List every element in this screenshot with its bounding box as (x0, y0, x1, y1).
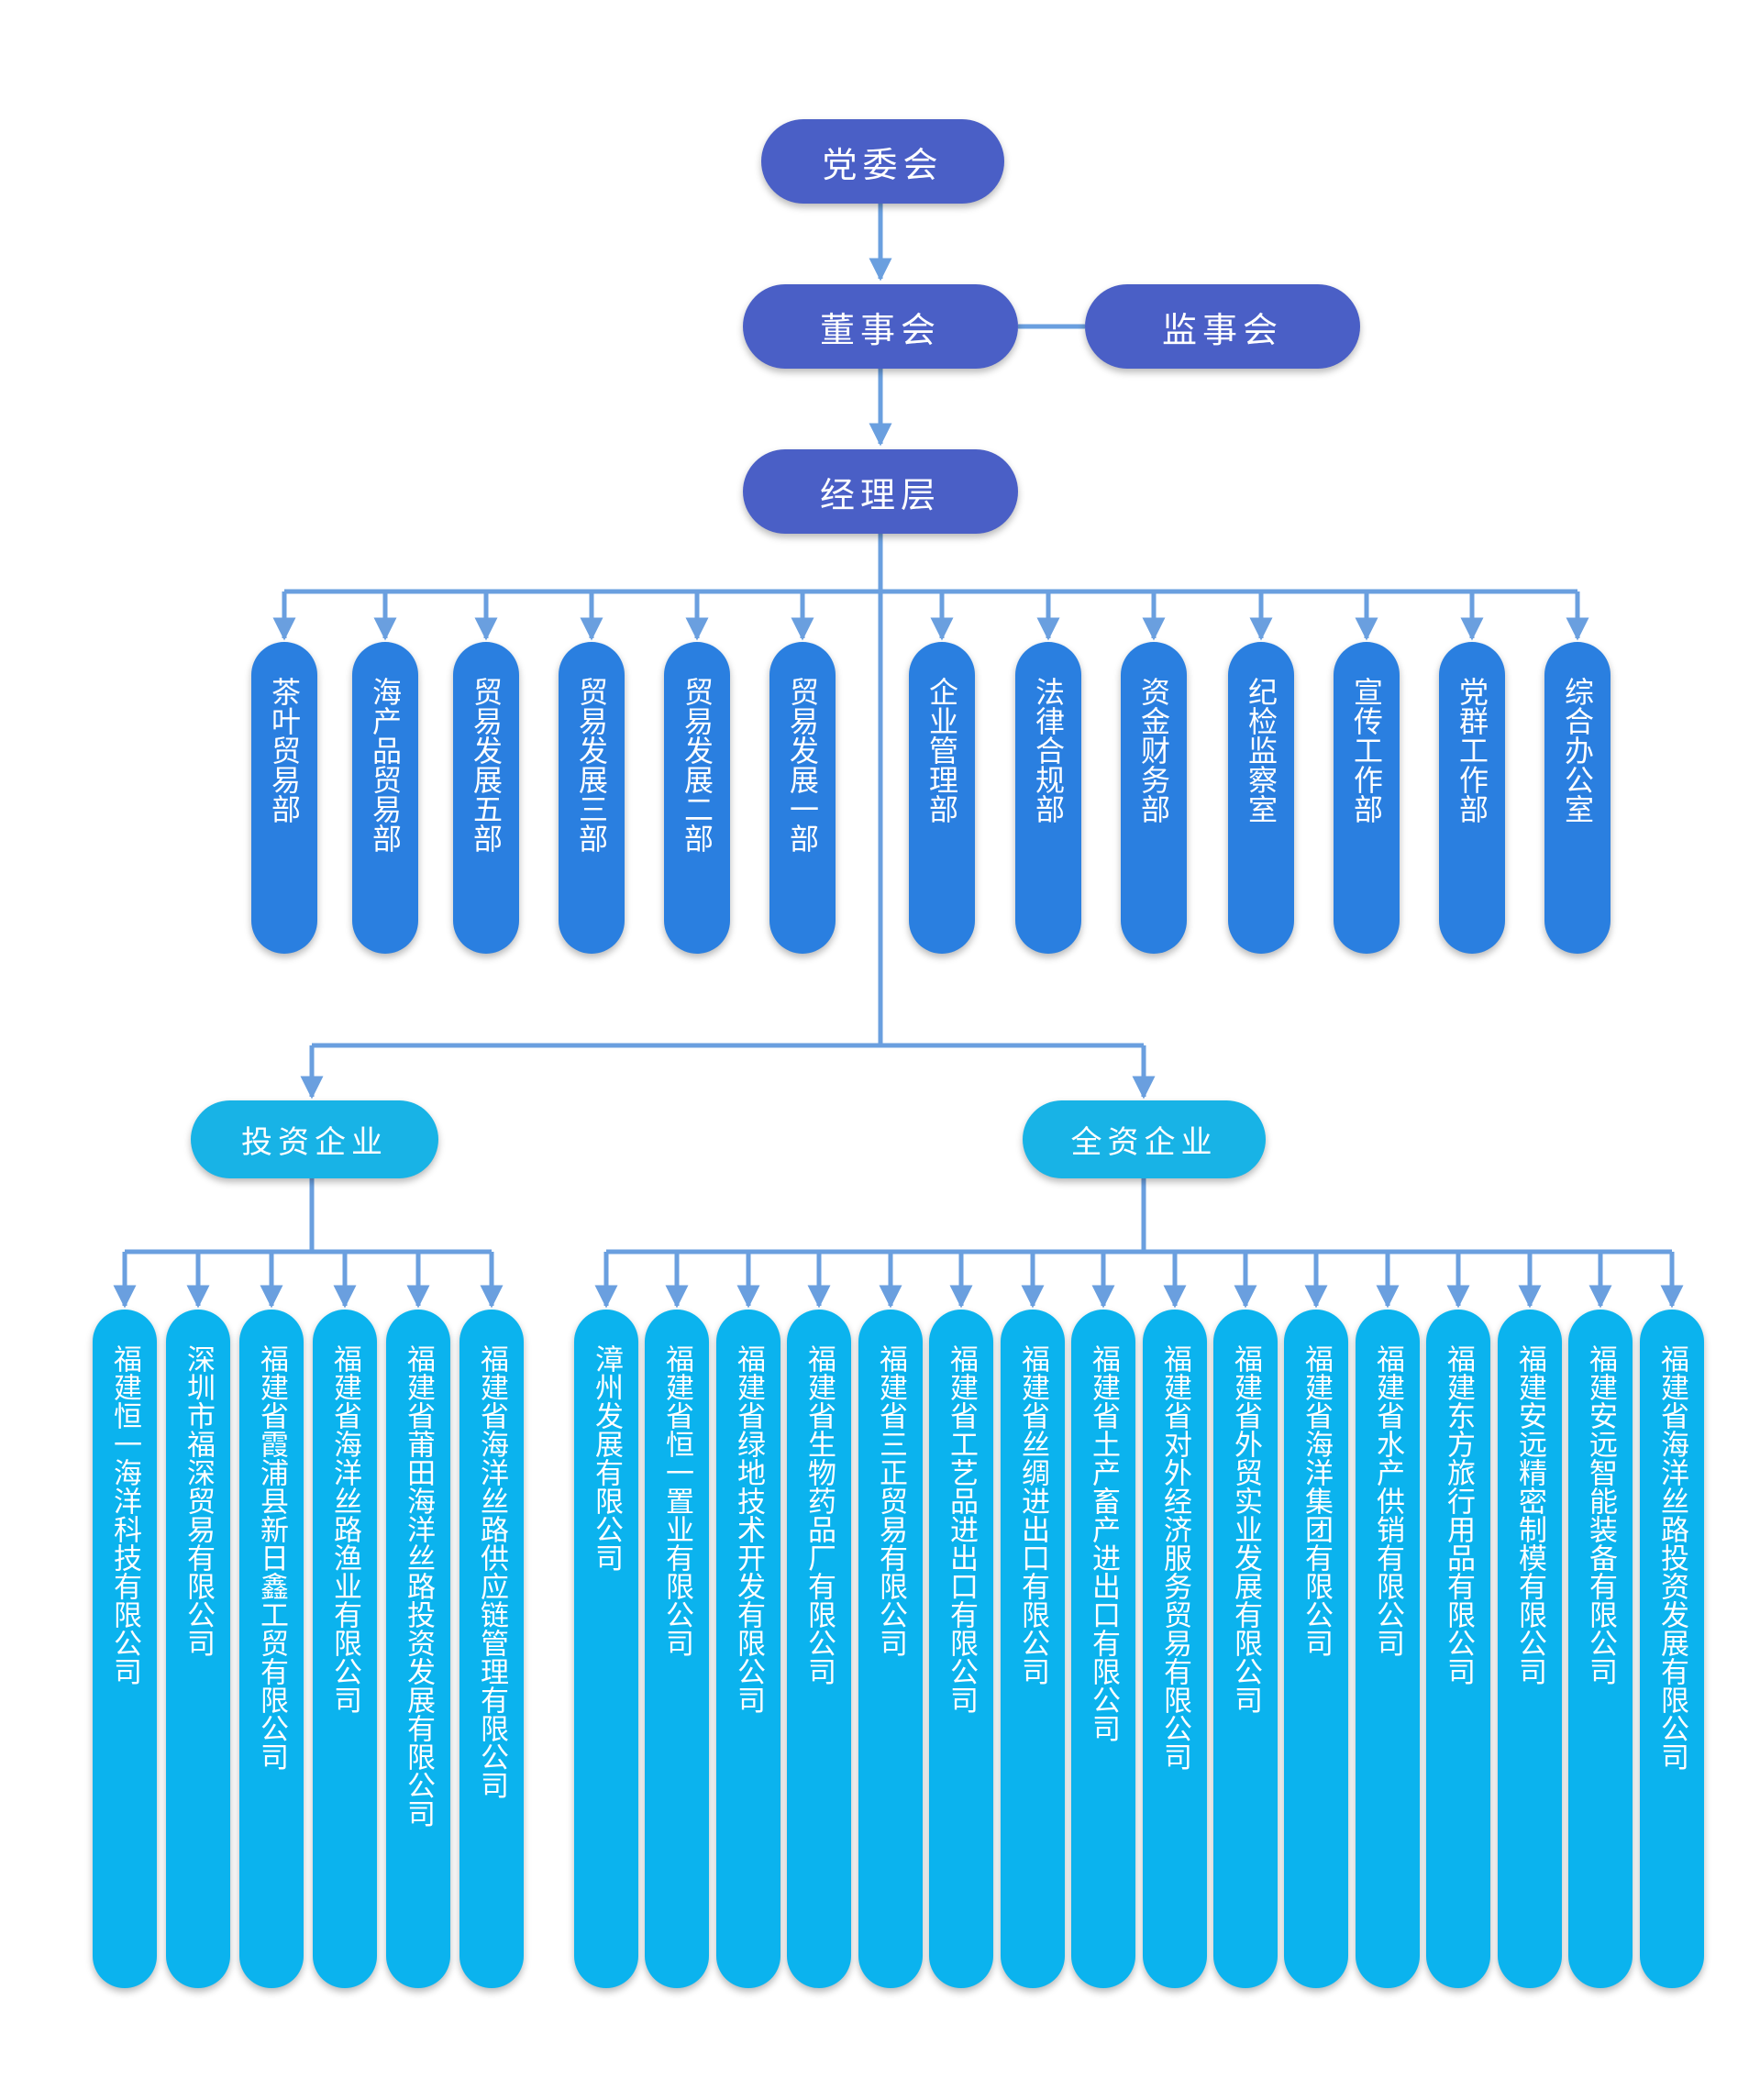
department-label: 纪检监察室 (1244, 677, 1278, 823)
department-node: 资金财务部 (1121, 642, 1187, 954)
management-node: 经理层 (743, 449, 1018, 534)
company-label: 漳州发展有限公司 (590, 1344, 623, 1572)
wholly-owned-company-node: 福建安远智能装备有限公司 (1568, 1310, 1633, 1988)
board-node: 董事会 (743, 284, 1018, 369)
invested-company-node: 福建恒一海洋科技有限公司 (93, 1310, 157, 1988)
supervisory-board-node: 监事会 (1085, 284, 1360, 369)
department-node: 贸易发展二部 (664, 642, 730, 954)
department-node: 贸易发展一部 (769, 642, 836, 954)
department-label: 贸易发展五部 (469, 677, 504, 853)
department-label: 贸易发展二部 (680, 677, 714, 853)
department-label: 海产品贸易部 (368, 677, 403, 853)
company-label: 福建省海洋丝路投资发展有限公司 (1655, 1344, 1688, 1771)
company-label: 福建省丝绸进出口有限公司 (1016, 1344, 1049, 1686)
wholly-owned-company-node: 福建省丝绸进出口有限公司 (1001, 1310, 1065, 1988)
department-label: 宣传工作部 (1349, 677, 1384, 823)
company-label: 福建省海洋丝路供应链管理有限公司 (475, 1344, 508, 1799)
wholly-owned-company-node: 福建省水产供销有限公司 (1356, 1310, 1420, 1988)
company-label: 福建东方旅行用品有限公司 (1442, 1344, 1475, 1686)
department-label: 党群工作部 (1455, 677, 1489, 823)
department-label: 贸易发展三部 (574, 677, 609, 853)
company-label: 福建省海洋丝路渔业有限公司 (328, 1344, 361, 1714)
department-node: 宣传工作部 (1334, 642, 1400, 954)
department-label: 贸易发展一部 (785, 677, 820, 853)
wholly-owned-company-node: 福建省土产畜产进出口有限公司 (1071, 1310, 1135, 1988)
wholly-owned-company-node: 福建省恒一置业有限公司 (645, 1310, 709, 1988)
wholly-owned-company-node: 福建省生物药品厂有限公司 (787, 1310, 851, 1988)
invested-company-node: 福建省霞浦县新日鑫工贸有限公司 (239, 1310, 304, 1988)
department-label: 资金财务部 (1136, 677, 1171, 823)
invested-company-node: 福建省莆田海洋丝路投资发展有限公司 (386, 1310, 450, 1988)
wholly-owned-company-node: 福建安远精密制模有限公司 (1498, 1310, 1562, 1988)
invested-group-node: 投资企业 (191, 1100, 438, 1178)
department-node: 综合办公室 (1544, 642, 1611, 954)
department-node: 纪检监察室 (1228, 642, 1294, 954)
wholly-owned-company-node: 福建省海洋集团有限公司 (1284, 1310, 1348, 1988)
company-label: 福建省土产畜产进出口有限公司 (1087, 1344, 1120, 1742)
wholly-owned-group-node: 全资企业 (1023, 1100, 1266, 1178)
department-node: 党群工作部 (1439, 642, 1505, 954)
invested-group-label: 投资企业 (241, 1124, 388, 1161)
department-label: 企业管理部 (924, 677, 959, 823)
supervisory-board-label: 监事会 (1161, 309, 1283, 350)
invested-company-node: 福建省海洋丝路渔业有限公司 (313, 1310, 377, 1988)
wholly-owned-company-node: 福建省对外经济服务贸易有限公司 (1143, 1310, 1207, 1988)
wholly-owned-company-node: 福建省外贸实业发展有限公司 (1213, 1310, 1278, 1988)
department-label: 茶叶贸易部 (267, 677, 302, 823)
wholly-owned-group-label: 全资企业 (1070, 1124, 1218, 1161)
company-label: 福建省水产供销有限公司 (1371, 1344, 1404, 1657)
company-label: 福建省对外经济服务贸易有限公司 (1158, 1344, 1191, 1771)
department-node: 企业管理部 (909, 642, 975, 954)
wholly-owned-company-node: 福建省三正贸易有限公司 (858, 1310, 923, 1988)
company-label: 福建省生物药品厂有限公司 (803, 1344, 836, 1686)
company-label: 福建省工艺品进出口有限公司 (945, 1344, 978, 1714)
wholly-owned-company-node: 福建省海洋丝路投资发展有限公司 (1640, 1310, 1704, 1988)
department-node: 贸易发展三部 (559, 642, 625, 954)
wholly-owned-company-node: 福建省绿地技术开发有限公司 (716, 1310, 780, 1988)
party-committee-label: 党委会 (822, 144, 944, 185)
department-node: 茶叶贸易部 (251, 642, 317, 954)
company-label: 福建省恒一置业有限公司 (660, 1344, 693, 1657)
company-label: 福建安远智能装备有限公司 (1584, 1344, 1617, 1686)
company-label: 深圳市福深贸易有限公司 (182, 1344, 215, 1657)
wholly-owned-company-node: 漳州发展有限公司 (574, 1310, 638, 1988)
company-label: 福建省外贸实业发展有限公司 (1229, 1344, 1262, 1714)
invested-company-node: 深圳市福深贸易有限公司 (166, 1310, 230, 1988)
invested-company-node: 福建省海洋丝路供应链管理有限公司 (459, 1310, 524, 1988)
company-label: 福建省海洋集团有限公司 (1300, 1344, 1333, 1657)
company-label: 福建省三正贸易有限公司 (874, 1344, 907, 1657)
wholly-owned-company-node: 福建东方旅行用品有限公司 (1426, 1310, 1490, 1988)
department-node: 法律合规部 (1015, 642, 1081, 954)
department-label: 法律合规部 (1031, 677, 1066, 823)
wholly-owned-company-node: 福建省工艺品进出口有限公司 (929, 1310, 993, 1988)
company-label: 福建安远精密制模有限公司 (1513, 1344, 1546, 1686)
party-committee-node: 党委会 (761, 119, 1004, 204)
company-label: 福建省绿地技术开发有限公司 (732, 1344, 765, 1714)
department-node: 贸易发展五部 (453, 642, 519, 954)
company-label: 福建恒一海洋科技有限公司 (108, 1344, 141, 1686)
board-label: 董事会 (819, 309, 941, 350)
management-label: 经理层 (819, 474, 941, 515)
company-label: 福建省莆田海洋丝路投资发展有限公司 (402, 1344, 435, 1828)
company-label: 福建省霞浦县新日鑫工贸有限公司 (255, 1344, 288, 1771)
department-node: 海产品贸易部 (352, 642, 418, 954)
department-label: 综合办公室 (1560, 677, 1595, 823)
